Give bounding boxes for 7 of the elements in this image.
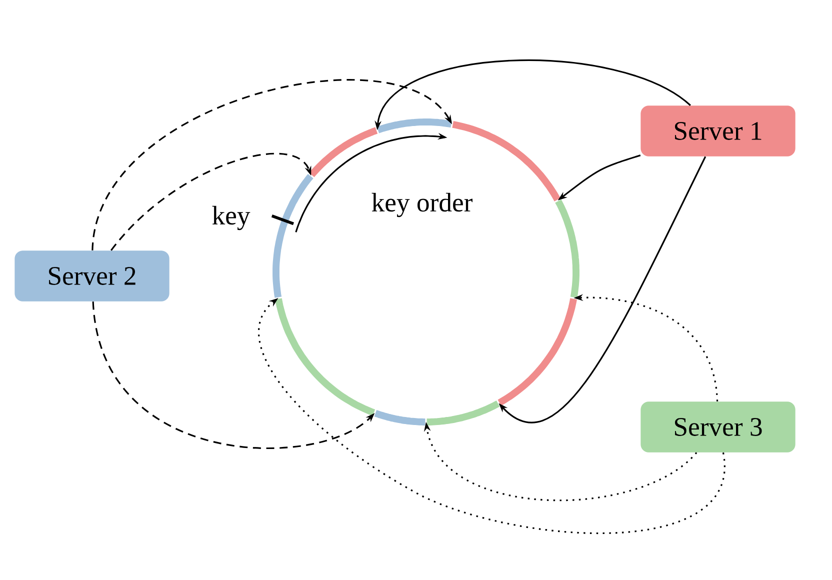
arrow [92,79,452,251]
text-label: key order [372,192,472,218]
server-box: Server 1 [640,106,796,156]
server-box: Server 2 [14,250,170,302]
arrow [110,153,312,251]
server-box: Server 3 [640,402,796,452]
text-label: key [212,206,250,230]
